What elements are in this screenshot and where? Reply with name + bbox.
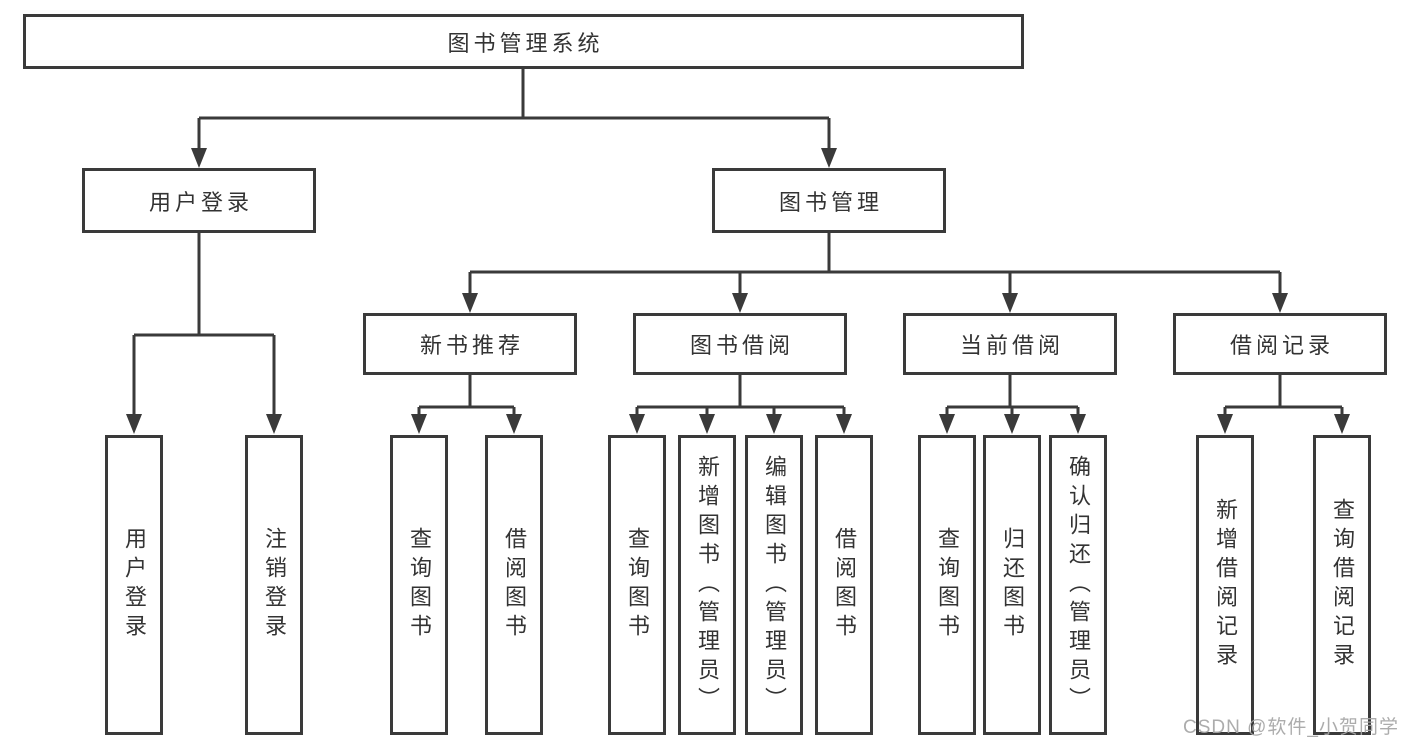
node-new-book-recommend: 新书推荐 (363, 313, 577, 375)
leaf-user-login-action: 用户登录 (105, 435, 163, 735)
node-new-book-recommend-label: 新书推荐 (419, 333, 524, 358)
leaf-logout: 注销登录 (245, 435, 303, 735)
node-user-login: 用户登录 (82, 168, 316, 233)
node-book-borrow: 图书借阅 (633, 313, 847, 375)
leaf-recommend-borrow-books-label: 借阅图书 (502, 527, 527, 643)
leaf-query-borrow-record-label: 查询借阅记录 (1330, 498, 1355, 672)
leaf-edit-book-admin: 编辑图书（管理员） (745, 435, 803, 735)
leaf-return-books-label: 归还图书 (1000, 527, 1025, 643)
leaf-current-query-books-label: 查询图书 (935, 527, 960, 643)
node-root-label: 图书管理系统 (447, 30, 604, 56)
leaf-add-borrow-record-label: 新增借阅记录 (1213, 498, 1238, 672)
leaf-add-book-admin: 新增图书（管理员） (678, 435, 736, 735)
node-borrow-record: 借阅记录 (1173, 313, 1387, 375)
node-root: 图书管理系统 (23, 14, 1024, 69)
leaf-edit-book-admin-label: 编辑图书（管理员） (762, 454, 787, 716)
leaf-borrow-borrow-books: 借阅图书 (815, 435, 873, 735)
node-book-management: 图书管理 (712, 168, 946, 233)
leaf-add-borrow-record: 新增借阅记录 (1196, 435, 1254, 735)
leaf-borrow-query-books: 查询图书 (608, 435, 666, 735)
csdn-watermark: CSDN @软件_小贺同学 (1183, 717, 1399, 738)
leaf-logout-label: 注销登录 (262, 527, 287, 643)
node-book-borrow-label: 图书借阅 (689, 333, 794, 358)
leaf-borrow-query-books-label: 查询图书 (625, 527, 650, 643)
node-current-borrow-label: 当前借阅 (959, 333, 1064, 358)
leaf-borrow-borrow-books-label: 借阅图书 (832, 527, 857, 643)
leaf-confirm-return-admin: 确认归还（管理员） (1049, 435, 1107, 735)
node-book-management-label: 图书管理 (778, 189, 883, 215)
leaf-query-borrow-record: 查询借阅记录 (1313, 435, 1371, 735)
node-current-borrow: 当前借阅 (903, 313, 1117, 375)
node-borrow-record-label: 借阅记录 (1229, 333, 1334, 358)
leaf-add-book-admin-label: 新增图书（管理员） (695, 454, 720, 716)
leaf-recommend-query-books-label: 查询图书 (407, 527, 432, 643)
leaf-return-books: 归还图书 (983, 435, 1041, 735)
leaf-recommend-borrow-books: 借阅图书 (485, 435, 543, 735)
leaf-recommend-query-books: 查询图书 (390, 435, 448, 735)
node-user-login-label: 用户登录 (148, 189, 253, 215)
leaf-current-query-books: 查询图书 (918, 435, 976, 735)
leaf-user-login-action-label: 用户登录 (122, 527, 147, 643)
leaf-confirm-return-admin-label: 确认归还（管理员） (1066, 454, 1091, 716)
